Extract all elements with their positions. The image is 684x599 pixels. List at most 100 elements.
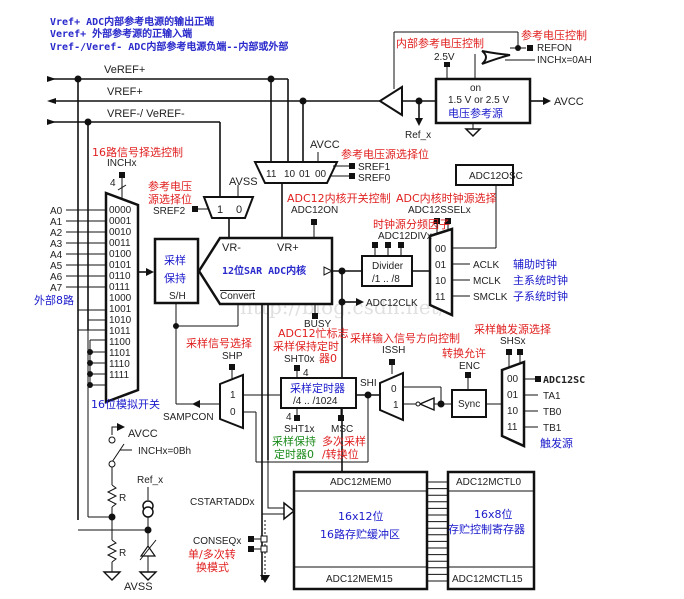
sht1-label-2: 定时器0 <box>274 447 314 461</box>
busy-flag-label: ADC12忙标志 <box>278 326 349 340</box>
issh-pin: ISSH <box>382 345 405 356</box>
sref1-pin: SREF1 <box>358 162 391 173</box>
sh-pin: S/H <box>169 291 186 302</box>
mux-code: 1001 <box>109 304 132 315</box>
divider-label-1: Divider <box>372 261 404 272</box>
external-8-label: 外部8路 <box>34 293 74 307</box>
ref-x-label: Ref_x <box>405 130 431 141</box>
sh-label-1: 采样 <box>164 253 186 267</box>
clock-source-desc: 子系统时钟 <box>513 289 568 303</box>
analog-input-label: A4 <box>50 250 63 261</box>
trigger-source-label: 触发源 <box>540 436 573 450</box>
trigger-mux-code: 11 <box>507 422 518 433</box>
mux-code: 1100 <box>109 337 131 348</box>
trigger-mux-code: 10 <box>507 406 519 417</box>
trigger-source: TB0 <box>543 407 562 418</box>
sref-small-0: 0 <box>236 204 242 216</box>
divider-factor-label: 时钟源分频因子 <box>373 217 450 231</box>
sample-hold-box <box>153 237 200 305</box>
adc12on-pin: ADC12ON <box>291 205 338 216</box>
channel-select-label: 16路信号择选控制 <box>92 145 183 159</box>
inch-0ah-label: INCHx=0AH <box>537 55 592 66</box>
ground-icon <box>102 571 122 581</box>
shi-label: SHI <box>360 378 377 389</box>
resistor-label-1: R <box>119 493 126 504</box>
sample-timer-title: 采样定时器 <box>290 381 345 395</box>
sref2-pin: SREF2 <box>153 206 186 217</box>
mem-title-1: 16x12位 <box>338 509 384 523</box>
sync-box <box>451 389 487 418</box>
ref-bus <box>47 75 380 520</box>
mux-code: 0000 <box>109 205 132 216</box>
ssel-pin: ADC12SSELx <box>408 205 471 216</box>
msc-pin: MSC <box>331 424 353 435</box>
sref-mux-big <box>253 152 355 238</box>
inch-0bh-label: INCHx=0Bh <box>138 446 191 457</box>
vref-minus-label: VREF-/ VeREF- <box>107 108 185 120</box>
convert-label: Convert <box>220 291 255 302</box>
clock-mux <box>428 227 454 317</box>
sht0-label-2: 器0 <box>319 352 337 365</box>
divx-pin: ADC12DIVx <box>378 231 432 242</box>
clock-source-name: MCLK <box>473 276 501 287</box>
shp-mux <box>219 373 244 430</box>
mctl-title-1: 16x8位 <box>474 507 513 521</box>
analog-input-label: A0 <box>50 206 63 217</box>
veref-plus-label: VeREF+ <box>104 64 145 76</box>
conseq-arrow-icon <box>260 575 270 583</box>
2-5v-label: 2.5V <box>434 52 455 63</box>
analog-input-label: A1 <box>50 217 63 228</box>
clock-source-name: ACLK <box>473 260 499 271</box>
sref0-pin: SREF0 <box>358 173 391 184</box>
avcc-out-label: AVCC <box>554 96 584 108</box>
cstartadd-label: CSTARTADDx <box>190 497 254 508</box>
busy-label: BUSY <box>304 319 332 330</box>
inchx-label: INCHx <box>107 158 136 169</box>
clock-mux-code: 11 <box>435 292 446 303</box>
analog-input-label: A3 <box>50 239 63 250</box>
avss-label: AVSS <box>229 176 258 188</box>
clock-mux-code: 00 <box>435 244 447 255</box>
shs-select-label: 采样触发源选择 <box>474 322 551 336</box>
issh-mux-0: 0 <box>391 384 397 395</box>
trigger-mux <box>500 360 526 448</box>
resistor-icon <box>106 484 118 508</box>
sref2-label-2: 源选择位 <box>148 192 192 206</box>
clock-mux-code: 01 <box>435 260 447 271</box>
clock-source-desc: 主系统时钟 <box>513 273 568 287</box>
clock-source-name: SMCLK <box>473 292 508 303</box>
trigger-source: ADC12SC <box>543 375 585 386</box>
on-label: on <box>470 83 481 94</box>
analog-input-label: A5 <box>50 261 63 272</box>
analog-input-label: A2 <box>50 228 63 239</box>
issh-label: 采样输入信号方向控制 <box>350 331 460 345</box>
adc12osc-box <box>455 164 514 186</box>
avcc-label: AVCC <box>310 139 340 151</box>
trigger-mux-code: 01 <box>507 390 519 401</box>
sref-small-1: 1 <box>217 204 223 216</box>
cstartadd-arrow-icon <box>283 501 296 521</box>
analog-mux-shape <box>104 191 140 404</box>
msc-label-2: /转换位 <box>322 447 359 461</box>
vr-minus-label: VR- <box>222 242 241 254</box>
sht0-label-1: 采样保持定时 <box>273 339 339 353</box>
temperature-sensor <box>78 330 158 581</box>
sh-label-2: 保持 <box>164 271 186 285</box>
ref-buffer-icon <box>378 85 403 117</box>
sample-timer-box <box>280 377 357 409</box>
analog-input-label: A7 <box>50 283 63 294</box>
shp-pin: SHP <box>222 351 243 362</box>
vr-plus-label: VR+ <box>277 242 299 254</box>
sht1-pin: SHT1x <box>284 424 315 435</box>
sampcon-label: SAMPCON <box>163 412 214 423</box>
mem-title-2: 16路存贮缓冲区 <box>320 527 400 541</box>
or-gate-icon <box>481 50 511 65</box>
clock-source-label: ADC内核时钟源选择 <box>396 191 497 205</box>
ref-control-label: 参考电压控制 <box>521 28 587 42</box>
mux-code: 0101 <box>109 260 132 271</box>
shp-mux-1: 1 <box>230 390 236 401</box>
mem0-label: ADC12MEM0 <box>330 477 392 488</box>
mux-code: 0100 <box>109 249 132 260</box>
resistor-label-2: R <box>119 548 126 559</box>
